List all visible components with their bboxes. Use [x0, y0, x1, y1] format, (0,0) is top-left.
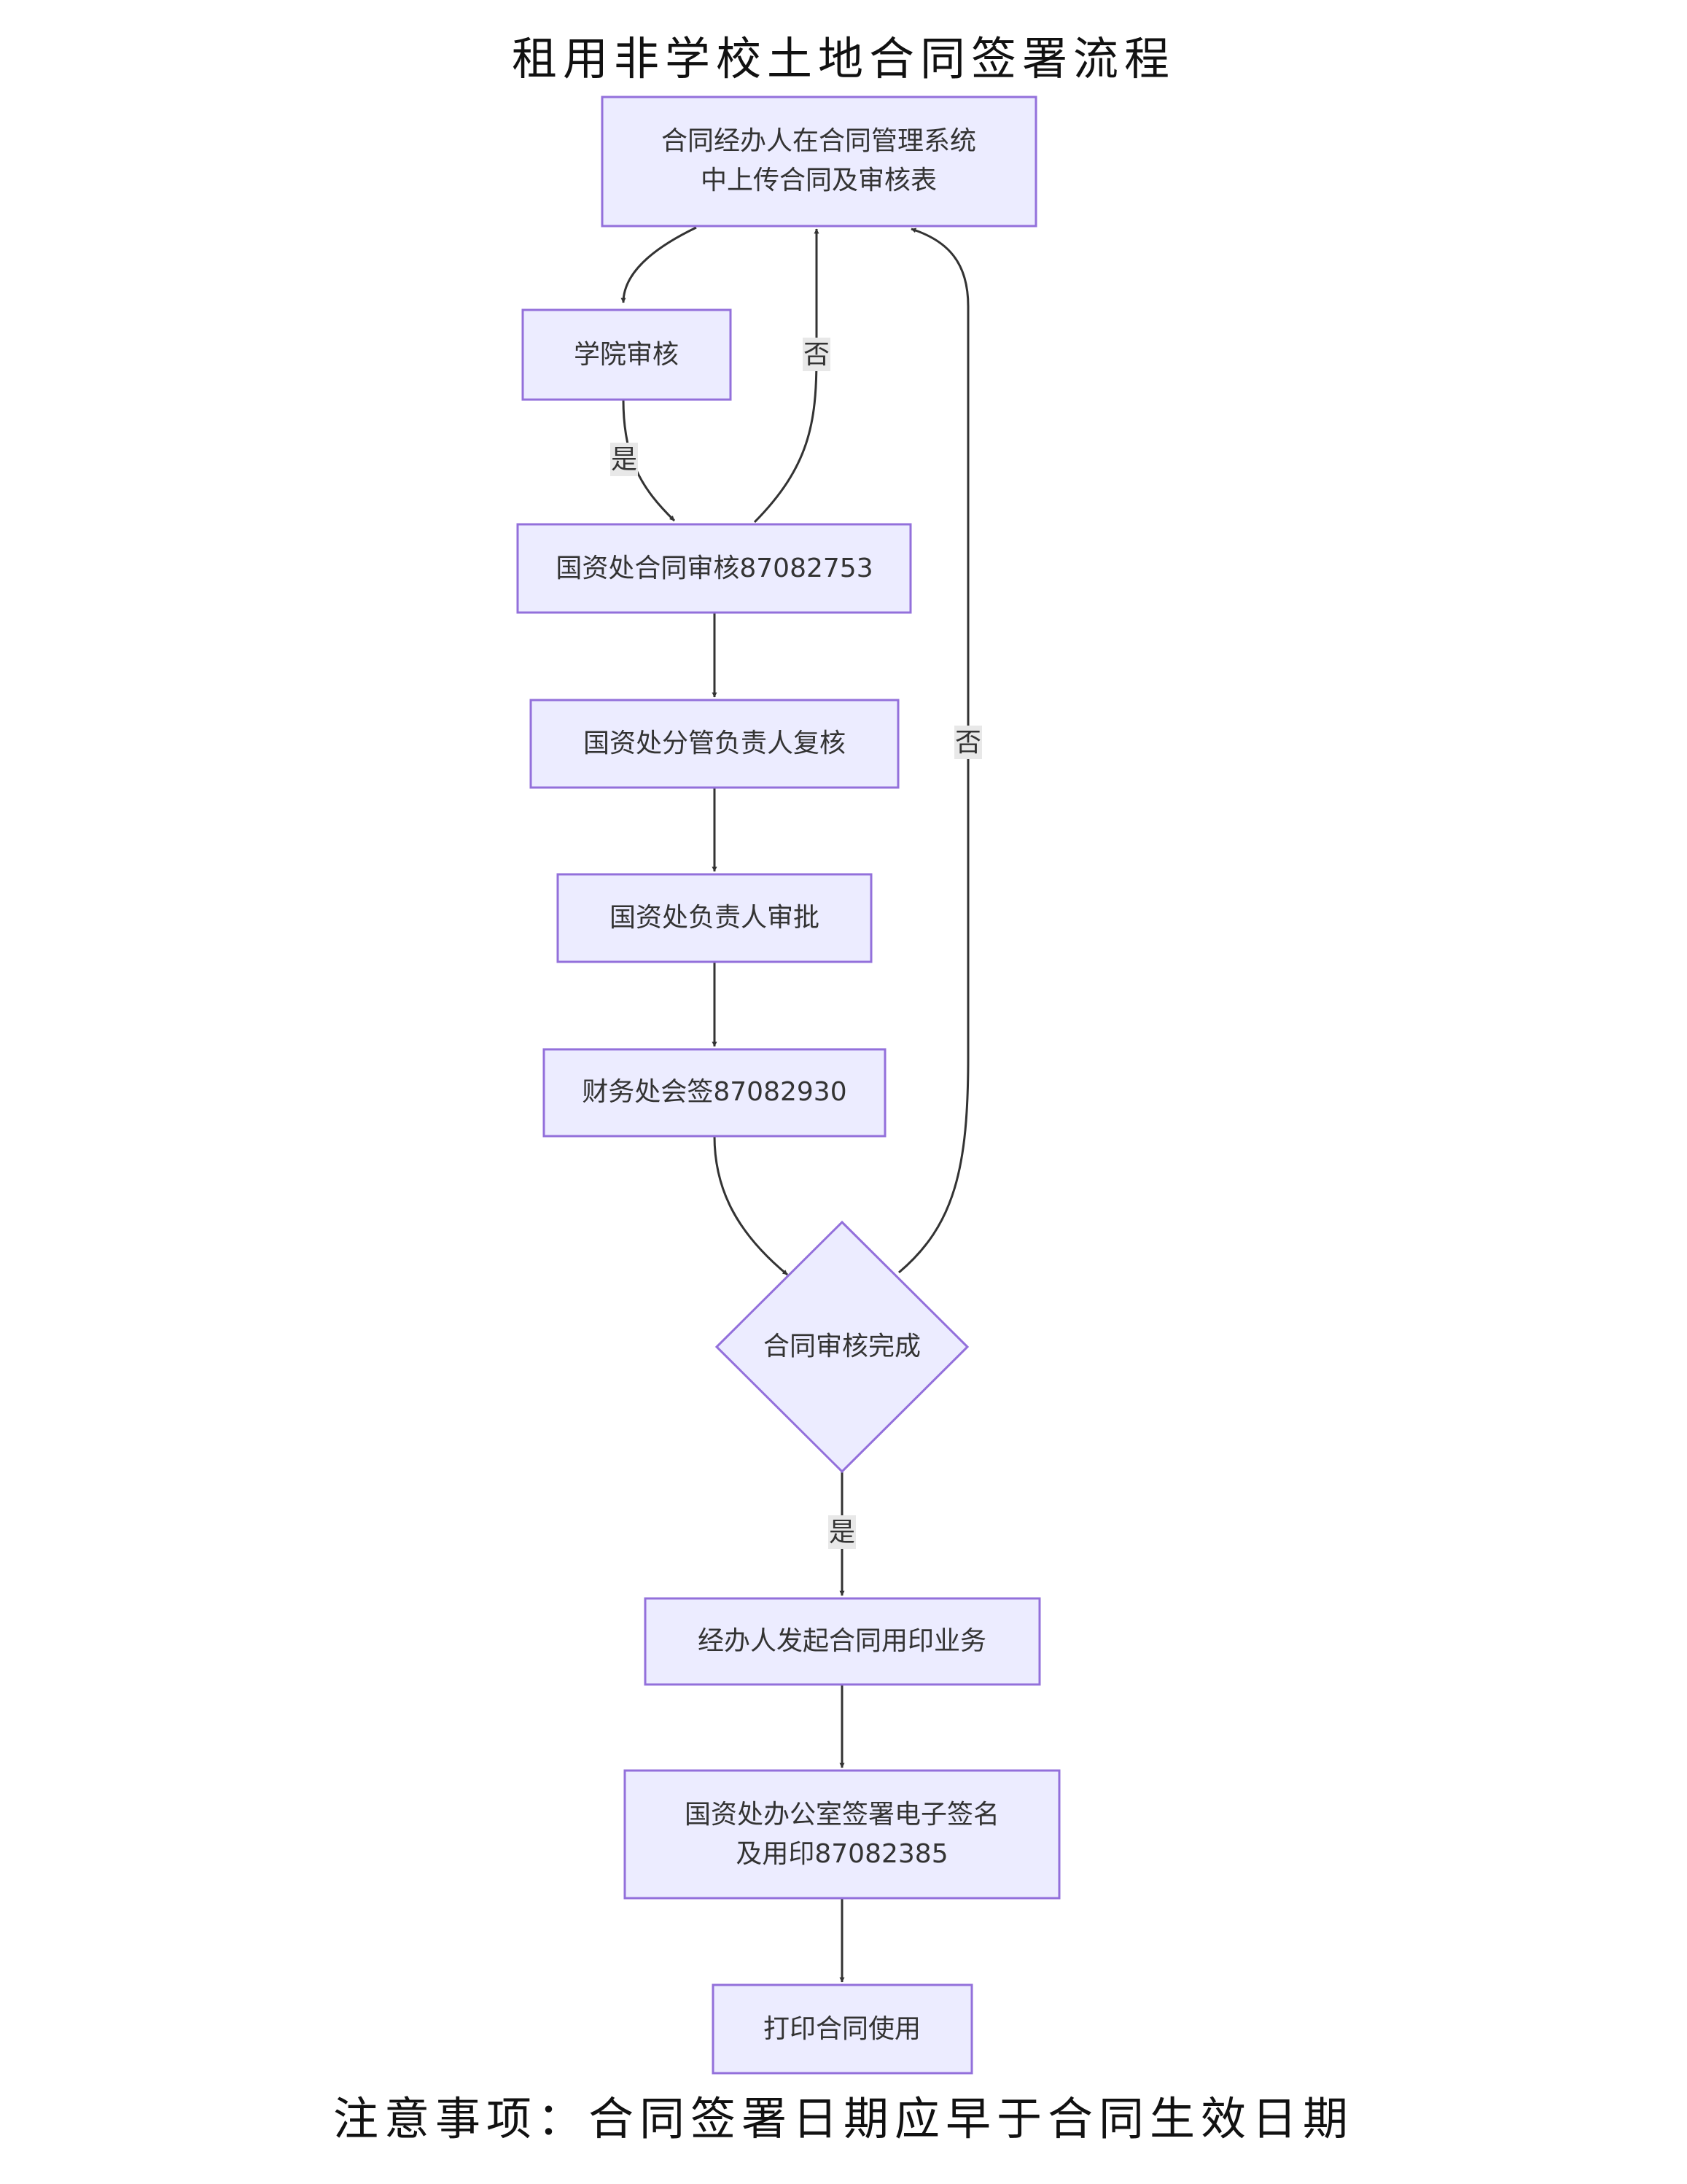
svg-text:是: 是: [611, 445, 637, 475]
node-finance-countersign: 财务处会签87082930: [542, 1048, 887, 1138]
edge-state-review-to-upload: [753, 228, 819, 524]
svg-text:合同审核完成: 合同审核完成: [763, 1332, 921, 1361]
edge-label-state-no: 否: [803, 338, 830, 371]
node-head-approval: 国资处负责人审批: [556, 873, 873, 963]
footer-note: 注意事项：合同签署日期应早于合同生效日期: [332, 2092, 1354, 2145]
node-seal-request: 经办人发起合同用印业务: [644, 1597, 1041, 1686]
edge-done-to-upload: [898, 228, 970, 1274]
svg-text:及用印87082385: 及用印87082385: [736, 1839, 948, 1869]
svg-text:国资处合同审核87082753: 国资处合同审核87082753: [556, 553, 873, 583]
svg-text:合同经办人在合同管理系统: 合同经办人在合同管理系统: [661, 126, 976, 156]
svg-text:经办人发起合同用印业务: 经办人发起合同用印业务: [698, 1626, 986, 1656]
svg-text:打印合同使用: 打印合同使用: [763, 2014, 921, 2044]
edge-label-college-yes: 是: [610, 443, 638, 476]
edge-label-done-no: 否: [954, 726, 982, 759]
node-print-contract: 打印合同使用: [712, 1983, 973, 2075]
svg-text:国资处分管负责人复核: 国资处分管负责人复核: [583, 728, 846, 758]
svg-text:是: 是: [829, 1517, 855, 1547]
svg-text:国资处负责人审批: 国资处负责人审批: [609, 903, 819, 933]
svg-text:财务处会签87082930: 财务处会签87082930: [582, 1077, 846, 1107]
edge-label-done-yes: 是: [828, 1515, 856, 1549]
svg-text:否: 否: [803, 340, 830, 370]
node-upload-contract: 合同经办人在合同管理系统 中上传合同及审核表: [601, 96, 1037, 228]
page-title: 租用非学校土地合同签署流程: [511, 32, 1175, 85]
node-review-complete-decision: 合同审核完成: [714, 1220, 970, 1474]
svg-text:否: 否: [955, 728, 981, 758]
node-state-asset-review: 国资处合同审核87082753: [516, 523, 912, 614]
node-office-sign-seal: 国资处办公室签署电子签名 及用印87082385: [623, 1769, 1061, 1900]
svg-text:学院审核: 学院审核: [574, 340, 679, 370]
edge-finance-to-done: [713, 1135, 788, 1276]
node-college-review: 学院审核: [521, 308, 732, 401]
node-deputy-review: 国资处分管负责人复核: [529, 699, 900, 789]
svg-text:中上传合同及审核表: 中上传合同及审核表: [701, 166, 937, 195]
svg-text:国资处办公室签署电子签名: 国资处办公室签署电子签名: [685, 1800, 1000, 1830]
edge-upload-to-college: [620, 226, 697, 303]
